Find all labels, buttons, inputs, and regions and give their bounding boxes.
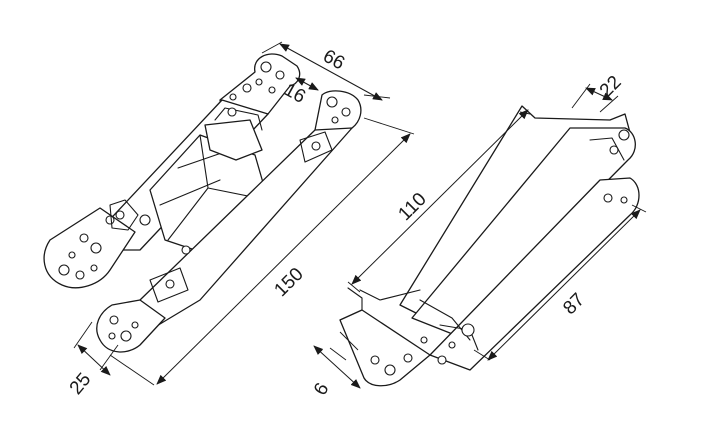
hinge-open-view <box>43 53 362 353</box>
dim-110-label: 110 <box>394 189 430 225</box>
dim-25-label: 25 <box>66 369 96 399</box>
dim-22-label: 22 <box>596 72 626 102</box>
dim-6-label: 6 <box>310 379 333 399</box>
dim-66-label: 66 <box>319 46 348 75</box>
dim-150-label: 150 <box>270 264 307 301</box>
dim-87-label: 87 <box>559 289 589 319</box>
side-base <box>339 309 431 387</box>
